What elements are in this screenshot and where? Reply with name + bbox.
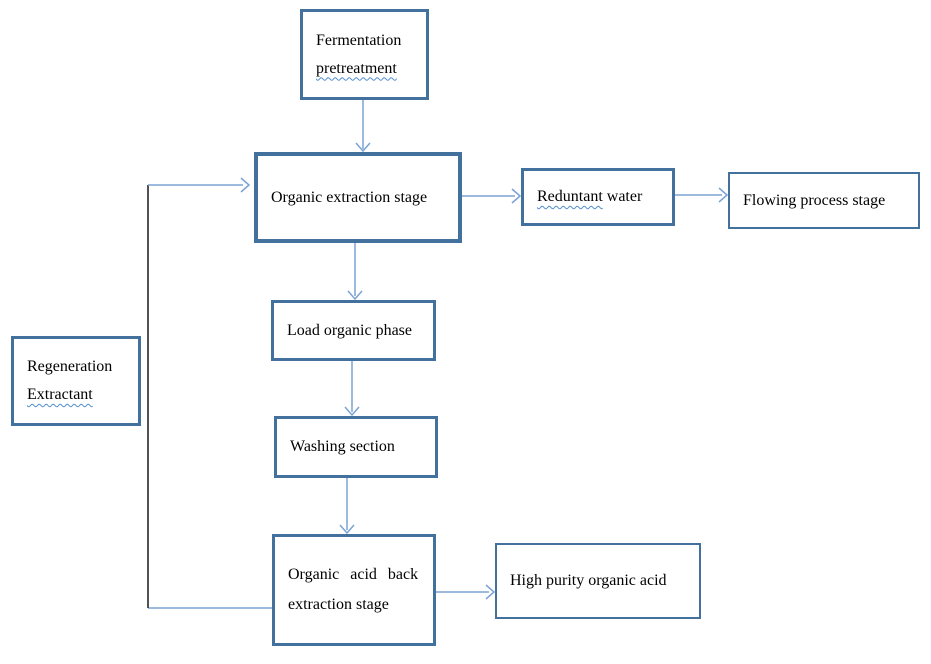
node-fermentation-pretreatment: Fermentation pretreatment xyxy=(300,9,429,100)
arrow-right-icon xyxy=(718,187,729,203)
node-label: Fermentation xyxy=(316,31,402,49)
node-label: High purity organic acid xyxy=(510,572,667,589)
node-washing-section: Washing section xyxy=(274,416,438,478)
node-load-organic-phase: Load organic phase xyxy=(271,300,436,361)
arrow-right-icon xyxy=(240,177,251,193)
node-organic-extraction-stage: Organic extraction stage xyxy=(254,152,462,243)
node-flowing-process-stage: Flowing process stage xyxy=(728,172,920,229)
node-label: Load organic phase xyxy=(287,321,412,339)
node-label: Organic extraction stage xyxy=(271,188,428,206)
node-redundant-water: Reduntant water xyxy=(521,168,675,226)
arrow-down-icon xyxy=(344,406,360,417)
node-label-misspelled: pretreatment xyxy=(316,59,397,77)
node-regeneration-extractant: Regeneration Extractant xyxy=(11,336,141,426)
arrow-right-icon xyxy=(511,188,522,204)
node-label: Organic acid back xyxy=(288,566,419,583)
node-label: Regeneration xyxy=(27,358,113,375)
node-label-misspelled: Extractant xyxy=(27,386,93,403)
node-label: extraction stage xyxy=(288,596,389,613)
node-label: water xyxy=(606,188,643,205)
node-organic-acid-back-extraction-stage: Organic acid back extraction stage xyxy=(272,534,436,646)
node-high-purity-organic-acid: High purity organic acid xyxy=(495,543,701,619)
arrow-down-icon xyxy=(355,142,371,153)
node-label: Washing section xyxy=(290,438,395,455)
arrow-right-icon xyxy=(485,584,496,600)
arrow-down-icon xyxy=(339,524,355,535)
node-label-misspelled: Reduntant xyxy=(537,188,603,205)
arrow-down-icon xyxy=(347,290,363,301)
node-label: Flowing process stage xyxy=(743,191,886,209)
